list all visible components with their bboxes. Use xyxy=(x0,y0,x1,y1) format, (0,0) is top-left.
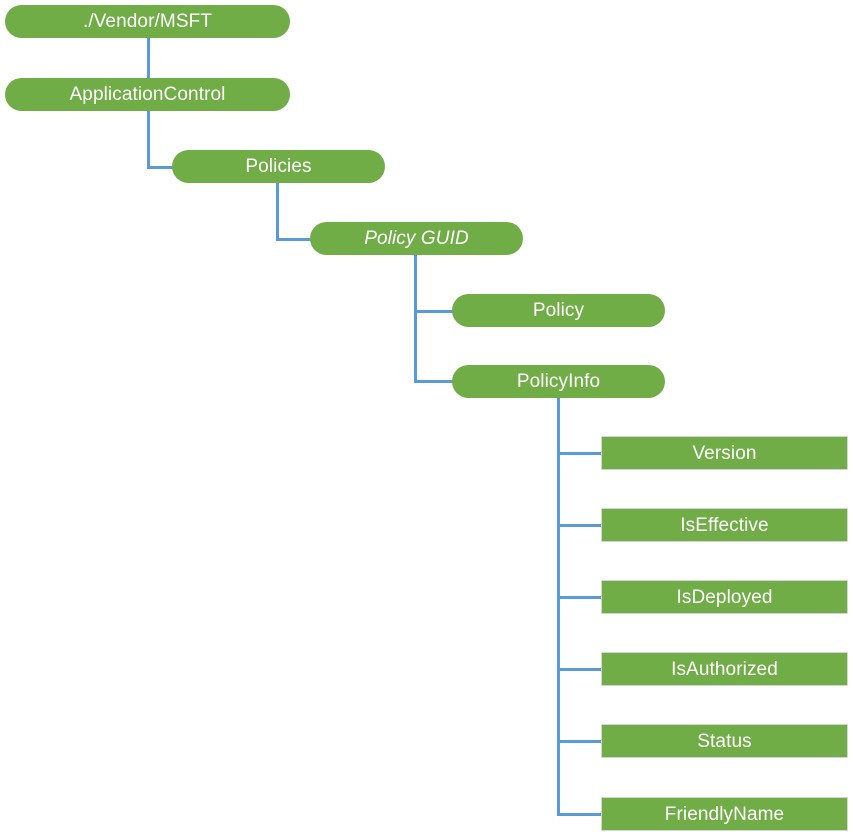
node-status[interactable]: Status xyxy=(601,724,848,758)
connector-policyinfo-to-isauthorized xyxy=(557,668,603,671)
connector-applicationcontrol-to-policies-vertical xyxy=(147,111,150,169)
node-vendor-msft[interactable]: ./Vendor/MSFT xyxy=(5,5,290,38)
node-applicationcontrol[interactable]: ApplicationControl xyxy=(5,78,290,111)
node-policies[interactable]: Policies xyxy=(172,150,385,183)
node-label: FriendlyName xyxy=(664,803,785,825)
connector-policyinfo-to-version xyxy=(557,452,603,455)
connector-policyguid-to-policyinfo xyxy=(414,380,458,383)
connector-vendor-to-applicationcontrol xyxy=(147,37,150,79)
node-iseffective[interactable]: IsEffective xyxy=(601,508,848,542)
connector-policies-to-policyguid-vertical xyxy=(276,183,279,241)
connector-policyinfo-to-status xyxy=(557,740,603,743)
node-label: IsDeployed xyxy=(676,586,773,608)
node-isauthorized[interactable]: IsAuthorized xyxy=(601,652,848,686)
node-label: Version xyxy=(692,442,757,464)
node-label: IsEffective xyxy=(680,514,769,536)
node-label: Policy xyxy=(532,300,585,321)
node-policyinfo[interactable]: PolicyInfo xyxy=(452,365,665,398)
node-label: Policies xyxy=(245,156,312,177)
connector-applicationcontrol-to-policies-horizontal xyxy=(147,166,178,169)
connector-policyinfo-to-isdeployed xyxy=(557,596,603,599)
node-label: ApplicationControl xyxy=(69,84,226,105)
connector-policies-to-policyguid-horizontal xyxy=(276,238,316,241)
connector-policyguid-spine xyxy=(414,255,417,383)
node-label: Status xyxy=(697,730,752,752)
node-policy-guid[interactable]: Policy GUID xyxy=(310,222,523,255)
connector-policyguid-to-policy xyxy=(414,310,458,313)
node-friendlyname[interactable]: FriendlyName xyxy=(601,797,848,831)
connector-policyinfo-spine xyxy=(557,398,560,816)
node-label: ./Vendor/MSFT xyxy=(82,11,213,32)
connector-policyinfo-to-iseffective xyxy=(557,524,603,527)
node-isdeployed[interactable]: IsDeployed xyxy=(601,580,848,614)
node-label: PolicyInfo xyxy=(516,371,601,392)
node-label: Policy GUID xyxy=(364,228,469,249)
connector-policyinfo-to-friendlyname xyxy=(557,813,603,816)
node-label: IsAuthorized xyxy=(671,658,778,680)
node-policy[interactable]: Policy xyxy=(452,294,665,327)
node-version[interactable]: Version xyxy=(601,436,848,470)
